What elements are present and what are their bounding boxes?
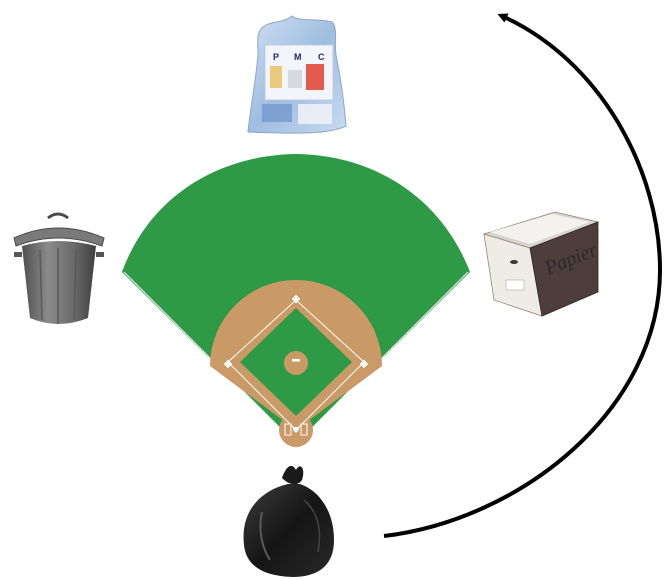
paper-box-icon: Papier — [484, 212, 601, 316]
bin-handle-left — [14, 252, 22, 257]
black-bag-body — [244, 484, 334, 577]
pmc-letter-m: M — [294, 52, 302, 62]
bin-lid-handle — [48, 214, 68, 218]
pmc-item-blue — [262, 104, 292, 122]
pitchers-rubber — [292, 359, 300, 362]
pmc-letter-c: C — [318, 52, 325, 62]
pmc-item-can — [288, 70, 302, 88]
pmc-item-white — [298, 104, 332, 124]
paper-box-handle — [510, 260, 518, 264]
baseball-field-icon — [122, 154, 470, 447]
bin-body — [22, 241, 96, 324]
pmc-letter-p: P — [273, 52, 279, 62]
garbage-bag-icon — [244, 466, 334, 577]
recycling-bag-icon: P M C — [248, 16, 346, 133]
pmc-item-bottle — [270, 66, 282, 88]
black-bag-knot — [282, 466, 303, 484]
pitchers-mound — [284, 351, 308, 375]
bin-handle-right — [96, 252, 104, 257]
trash-can-icon — [14, 214, 104, 324]
paper-box-sticker — [506, 280, 524, 290]
pmc-item-carton — [306, 64, 324, 90]
